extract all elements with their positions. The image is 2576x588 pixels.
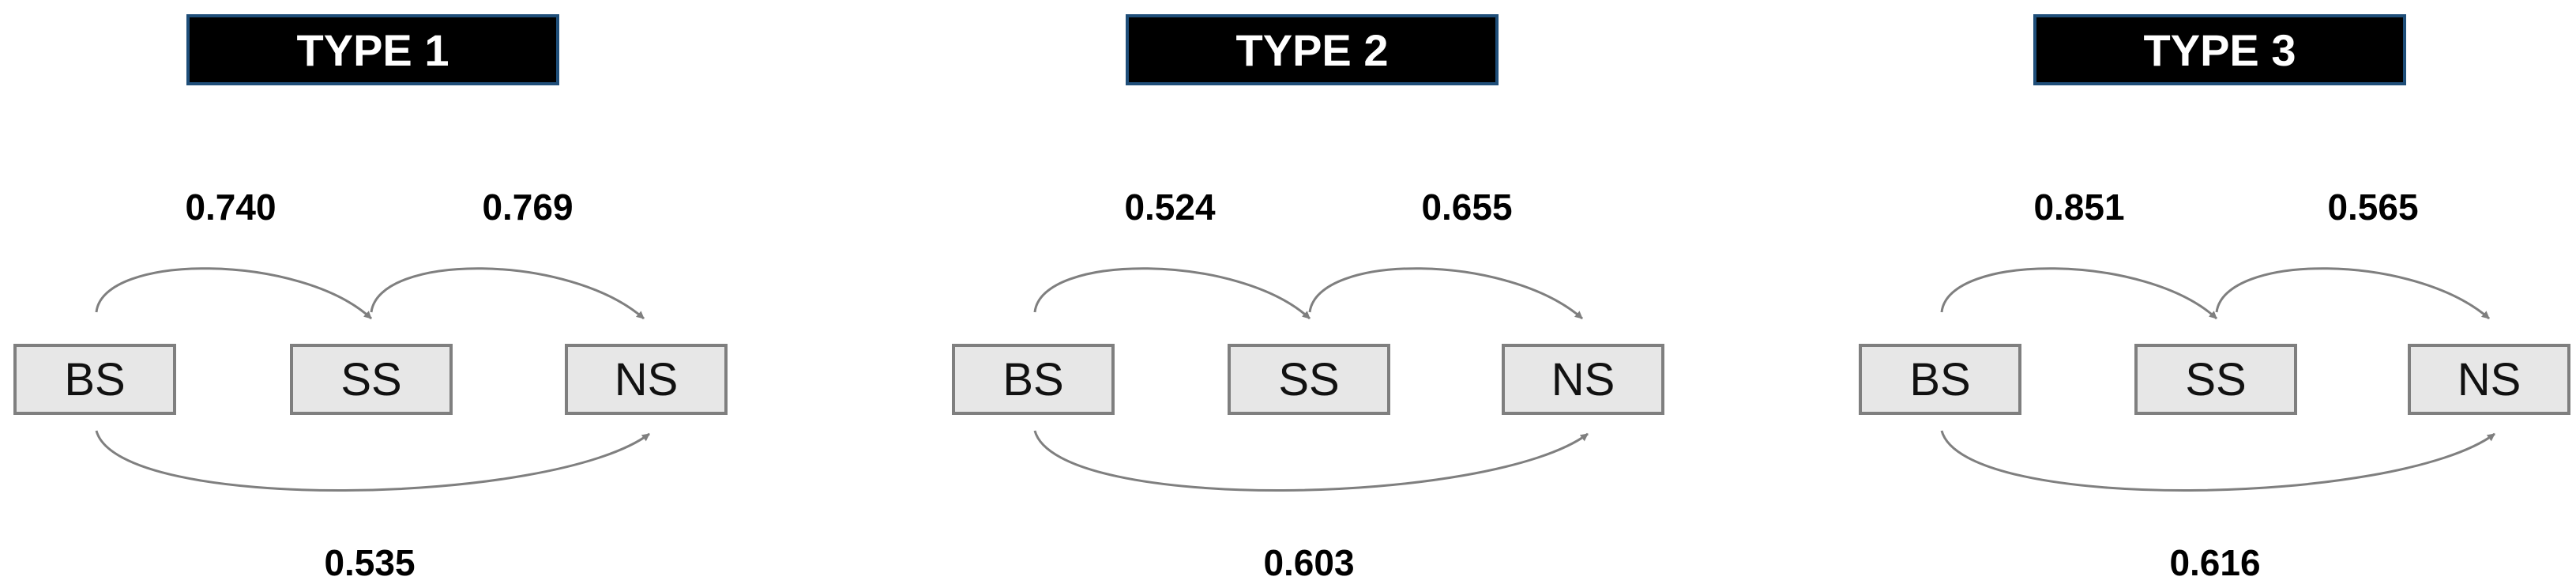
diagram-panel-type-1: TYPE 1 0.740 0.769 0.535 BS SS NS <box>0 0 743 588</box>
diagram-panel-type-2: TYPE 2 0.524 0.655 0.603 BS SS NS <box>938 0 1681 588</box>
arrow-ss-to-ns <box>1308 267 1583 320</box>
arrow-bs-to-ns <box>1940 430 2495 492</box>
arrows-layer <box>95 267 650 492</box>
node-ns: NS <box>2408 344 2570 415</box>
weight-bs-ns: 0.603 <box>1263 542 1355 583</box>
arrow-bs-to-ns <box>95 430 650 492</box>
node-ss: SS <box>290 344 453 415</box>
weight-ss-ns: 0.565 <box>2327 187 2419 228</box>
arrows-layer <box>1033 267 1589 492</box>
node-ns: NS <box>1502 344 1664 415</box>
panel-title: TYPE 3 <box>2033 14 2406 85</box>
weight-bs-ns: 0.535 <box>324 542 416 583</box>
arrow-bs-to-ss <box>95 267 373 320</box>
node-bs: BS <box>1859 344 2021 415</box>
panel-title: TYPE 1 <box>186 14 559 85</box>
diagram-panel-type-3: TYPE 3 0.851 0.565 0.616 BS SS NS <box>1845 0 2576 588</box>
arrow-ss-to-ns <box>2215 267 2490 320</box>
weight-bs-ss: 0.851 <box>2033 187 2125 228</box>
weight-ss-ns: 0.655 <box>1421 187 1513 228</box>
weight-ss-ns: 0.769 <box>482 187 573 228</box>
arrow-bs-to-ns <box>1033 430 1589 492</box>
node-bs: BS <box>13 344 176 415</box>
arrows-layer <box>1940 267 2495 492</box>
node-ss: SS <box>1228 344 1390 415</box>
weight-bs-ns: 0.616 <box>2169 542 2261 583</box>
arrow-bs-to-ss <box>1940 267 2218 320</box>
weight-bs-ss: 0.524 <box>1124 187 1216 228</box>
weight-bs-ss: 0.740 <box>185 187 276 228</box>
panel-title: TYPE 2 <box>1126 14 1499 85</box>
node-ns: NS <box>565 344 728 415</box>
node-ss: SS <box>2134 344 2297 415</box>
node-bs: BS <box>952 344 1115 415</box>
arrow-ss-to-ns <box>370 267 645 320</box>
arrow-bs-to-ss <box>1033 267 1311 320</box>
